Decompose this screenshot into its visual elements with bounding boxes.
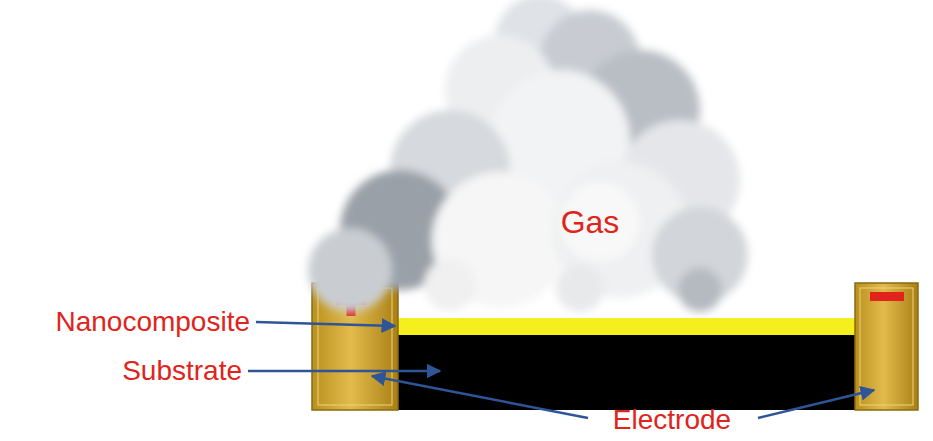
cloud-shape: [300, 0, 745, 318]
substrate-layer: [398, 335, 855, 410]
part-label: Electrode: [613, 403, 731, 437]
gas-cloud: Gas: [300, 0, 745, 318]
smoke-puff: [424, 259, 476, 311]
smoke-puff: [678, 268, 722, 312]
nanocomposite-layer: [398, 318, 855, 335]
part-label: Nanocomposite: [55, 305, 250, 339]
leader-arrows: [248, 322, 874, 418]
smoke-puff: [556, 264, 604, 312]
smoke-puff: [308, 228, 392, 312]
gas-label: Gas: [561, 203, 620, 241]
right-electrode: [855, 283, 918, 410]
part-label: Substrate: [122, 354, 242, 388]
smoke-puff: [560, 182, 640, 262]
